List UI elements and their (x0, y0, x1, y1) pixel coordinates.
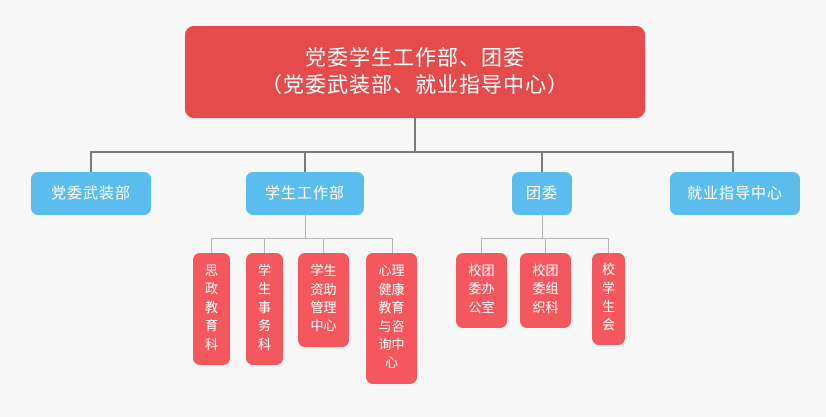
leaf-label-student-services: 学 生 事 务 科 (257, 263, 271, 353)
connector-drop-ideological (211, 238, 212, 253)
connector-level2-bus (91, 151, 734, 153)
leaf-label-student-union: 校 学 生 会 (601, 263, 615, 334)
connector-student-affairs-stem (305, 215, 306, 238)
leaf-label-financial-aid: 学生 资助 管理 中心 (310, 264, 337, 335)
connector-drop-student-union (608, 238, 609, 253)
department-node-armed[interactable]: 党委武装部 (31, 172, 151, 215)
connector-root-stem (414, 118, 416, 152)
leaf-node-ideological[interactable]: 思 政 教 育 科 (193, 253, 230, 365)
leaf-label-ideological: 思 政 教 育 科 (204, 263, 218, 353)
leaf-node-student-union[interactable]: 校 学 生 会 (592, 253, 625, 345)
leaf-node-financial-aid[interactable]: 学生 资助 管理 中心 (298, 253, 349, 347)
department-node-youth-league[interactable]: 团委 (512, 172, 572, 215)
connector-drop-financial-aid (323, 238, 324, 253)
connector-drop-career-guidance (732, 151, 734, 172)
root-node-label: 党委学生工作部、团委 （党委武装部、就业指导中心） (261, 46, 569, 97)
connector-drop-league-organization (545, 238, 546, 253)
connector-drop-student-affairs (304, 151, 306, 172)
leaf-label-league-organization: 校团 委组 织科 (532, 263, 559, 316)
leaf-label-mental-health: 心理 健康 教育 与咨 询中 心 (378, 264, 405, 372)
root-node[interactable]: 党委学生工作部、团委 （党委武装部、就业指导中心） (185, 26, 645, 118)
department-label-career-guidance: 就业指导中心 (686, 183, 783, 202)
connector-student-affairs-bus (211, 238, 393, 239)
leaf-node-league-organization[interactable]: 校团 委组 织科 (520, 253, 571, 328)
department-node-student-affairs[interactable]: 学生工作部 (246, 172, 364, 215)
connector-drop-mental-health (392, 238, 393, 253)
connector-drop-armed (90, 151, 92, 172)
leaf-node-student-services[interactable]: 学 生 事 务 科 (246, 253, 283, 365)
leaf-node-mental-health[interactable]: 心理 健康 教育 与咨 询中 心 (366, 253, 417, 384)
connector-drop-league-office (481, 238, 482, 253)
connector-youth-league-stem (542, 215, 543, 238)
leaf-node-league-office[interactable]: 校团 委办 公室 (456, 253, 507, 328)
department-label-armed: 党委武装部 (50, 183, 131, 202)
department-label-youth-league: 团委 (525, 183, 558, 202)
connector-drop-student-services (264, 238, 265, 253)
connector-drop-youth-league (541, 151, 543, 172)
department-label-student-affairs: 学生工作部 (264, 183, 345, 202)
leaf-label-league-office: 校团 委办 公室 (468, 263, 495, 316)
department-node-career-guidance[interactable]: 就业指导中心 (670, 172, 800, 215)
